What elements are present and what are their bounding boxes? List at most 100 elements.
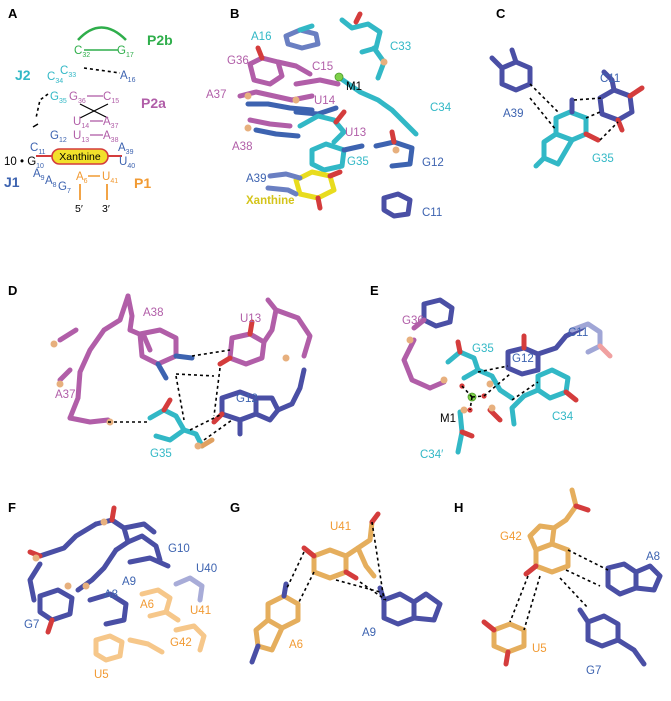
b-label-g35: G35: [347, 156, 369, 168]
d-label-g35: G35: [150, 448, 172, 460]
g-label-u41: U41: [330, 521, 351, 533]
e-label-c11: C11: [568, 327, 588, 339]
label-j2: J2: [15, 67, 31, 83]
d-label-a38: A38: [143, 307, 163, 319]
b-label-a39: A39: [246, 173, 266, 185]
panel-label-a: A: [8, 6, 18, 21]
f-label-a6: A6: [140, 599, 154, 611]
panel-label-h: H: [454, 500, 463, 515]
b-label-c34: C34: [430, 102, 452, 114]
f-label-u40: U40: [196, 563, 217, 575]
panel-b-structure: A16 C33 G36 C15 M1 A37 U14 C34 U13 A38 G…: [206, 11, 452, 219]
panel-a-secondary-structure: C32 G17 P2b C33 A16 J2 C34 G35 G36 C15 P…: [4, 26, 173, 215]
panel-label-e: E: [370, 283, 379, 298]
nt-c11: C11: [30, 142, 46, 156]
b-label-g12: G12: [422, 157, 444, 169]
f-label-u41: U41: [190, 605, 211, 617]
e-label-g12: G12: [512, 353, 534, 365]
h-label-g7: G7: [586, 665, 601, 677]
d-label-g12: G12: [236, 393, 258, 405]
nt-a8: A8: [45, 175, 57, 189]
panel-g-a6-u41-a9: U41 A6 A9: [249, 511, 443, 665]
b-label-c15: C15: [312, 61, 333, 73]
xanthine-pill: [51, 148, 109, 165]
panel-label-b: B: [230, 6, 239, 21]
d-label-u13: U13: [240, 313, 261, 325]
label-j1: J1: [4, 174, 20, 190]
panel-label-f: F: [8, 500, 16, 515]
b-label-a37: A37: [206, 89, 226, 101]
label-3prime: 3′: [102, 203, 110, 215]
e-label-c34: C34: [552, 411, 574, 423]
nt-a39: A39: [118, 142, 134, 156]
nt-c32: C32: [74, 45, 90, 59]
nt-c15: C15: [103, 91, 119, 105]
b-label-u14: U14: [314, 95, 336, 107]
label-p2b: P2b: [147, 32, 173, 48]
nt-u14: U14: [73, 116, 89, 130]
f-label-g7: G7: [24, 619, 39, 631]
nt-a9: A9: [33, 168, 45, 182]
panel-e-metal-site: G36 C11 G35 G12 M1 C34 C34′: [401, 297, 613, 461]
nt-a38: A38: [103, 130, 119, 144]
b-label-c33: C33: [390, 41, 411, 53]
panel-label-c: C: [496, 6, 506, 21]
e-label-g36: G36: [402, 315, 424, 327]
nt-a37: A37: [103, 116, 119, 130]
cross-line-2: [79, 103, 109, 119]
nt-a6: A6: [76, 171, 88, 185]
e-label-m1: M1: [440, 413, 456, 425]
nt-g12: G12: [50, 130, 67, 144]
b-label-c11: C11: [422, 207, 442, 219]
g-label-a6: A6: [289, 639, 303, 651]
e-label-c34p: C34′: [420, 449, 443, 461]
b-label-m1: M1: [346, 81, 362, 93]
f-label-g42: G42: [170, 637, 192, 649]
nt-g35: G35: [50, 91, 67, 105]
nt-g7: G7: [58, 181, 71, 195]
p2b-loop: [77, 26, 127, 41]
panel-label-g: G: [230, 500, 240, 515]
b-label-a16: A16: [251, 31, 271, 43]
tick-c11: [32, 123, 39, 128]
b-label-a38: A38: [232, 141, 252, 153]
b-label-u13: U13: [345, 127, 366, 139]
xanthine-pill-label: Xanthine: [59, 151, 101, 163]
h-label-u5: U5: [532, 643, 547, 655]
e-label-g35: G35: [472, 343, 494, 355]
h-label-a8: A8: [646, 551, 660, 563]
nt-g17: G17: [117, 45, 134, 59]
nt-a16: A16: [120, 70, 136, 84]
panel-h-g42-u5: G42 A8 U5 G7: [481, 487, 663, 677]
h-label-g42: G42: [500, 531, 522, 543]
d-label-a37: A37: [55, 389, 75, 401]
label-p1: P1: [134, 175, 151, 191]
c-label-g35: G35: [592, 153, 614, 165]
panel-f-j1-region: G10 U40 A9 A8 A6 U41 G7 G42 U5: [24, 505, 217, 681]
nt-u40: U40: [119, 156, 135, 170]
b-label-xanthine: Xanthine: [246, 195, 295, 207]
f-label-a8: A8: [104, 589, 118, 601]
f-label-u5: U5: [94, 669, 109, 681]
nt-c34: C34: [47, 71, 63, 85]
nt-u41: U41: [102, 171, 118, 185]
panel-label-d: D: [8, 283, 17, 298]
f-label-g10: G10: [168, 543, 190, 555]
f-label-a9: A9: [122, 576, 136, 588]
nt-c33: C33: [60, 65, 76, 79]
g35-c11-tertiary: [35, 93, 49, 119]
panel-d-interactions: A38 U13 A37 G12 G35: [50, 293, 313, 460]
c-label-a39: A39: [503, 108, 523, 120]
nt-g36: G36: [69, 91, 86, 105]
panel-c-triple: C11 A39 G35: [489, 47, 645, 169]
b-label-g36: G36: [227, 55, 249, 67]
c-label-c11: C11: [600, 73, 620, 85]
c33-a16-tertiary: [83, 67, 121, 74]
nt-u13: U13: [73, 130, 89, 144]
g-label-a9: A9: [362, 627, 376, 639]
nt-g10: 10 • G10: [4, 156, 44, 170]
label-p2a: P2a: [141, 95, 166, 111]
metal-ion-m1: [334, 72, 344, 82]
label-5prime: 5′: [75, 203, 83, 215]
